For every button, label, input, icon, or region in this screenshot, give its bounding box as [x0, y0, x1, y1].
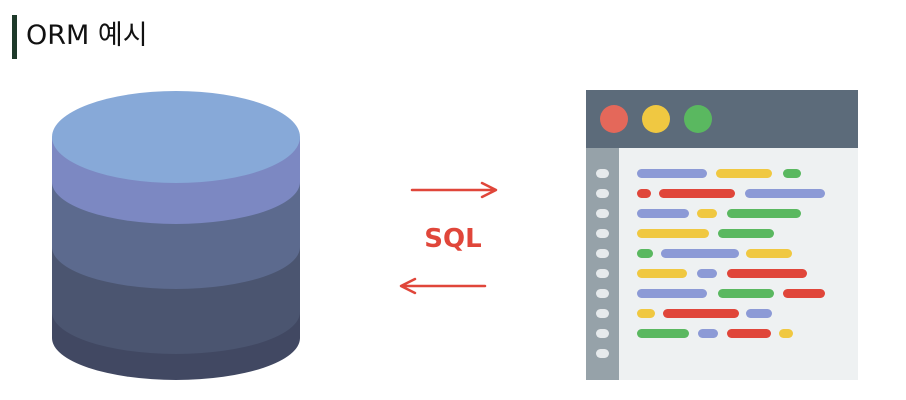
database-top — [52, 91, 300, 183]
title-accent-bar — [12, 15, 17, 59]
sql-arrows — [399, 181, 498, 295]
database-icon — [52, 91, 300, 380]
window-maximize-dot — [684, 105, 712, 133]
arrow-right — [410, 181, 498, 199]
window-close-dot — [600, 105, 628, 133]
page-title: ORM 예시 — [26, 20, 148, 51]
editor-titlebar — [586, 90, 858, 148]
gutter-line-markers — [596, 169, 609, 358]
window-minimize-dot — [642, 105, 670, 133]
code-editor-icon — [586, 90, 858, 380]
sql-label: SQL — [424, 224, 482, 254]
code-lines — [637, 169, 825, 338]
editor-gutter — [586, 148, 619, 380]
arrow-left — [399, 277, 487, 295]
